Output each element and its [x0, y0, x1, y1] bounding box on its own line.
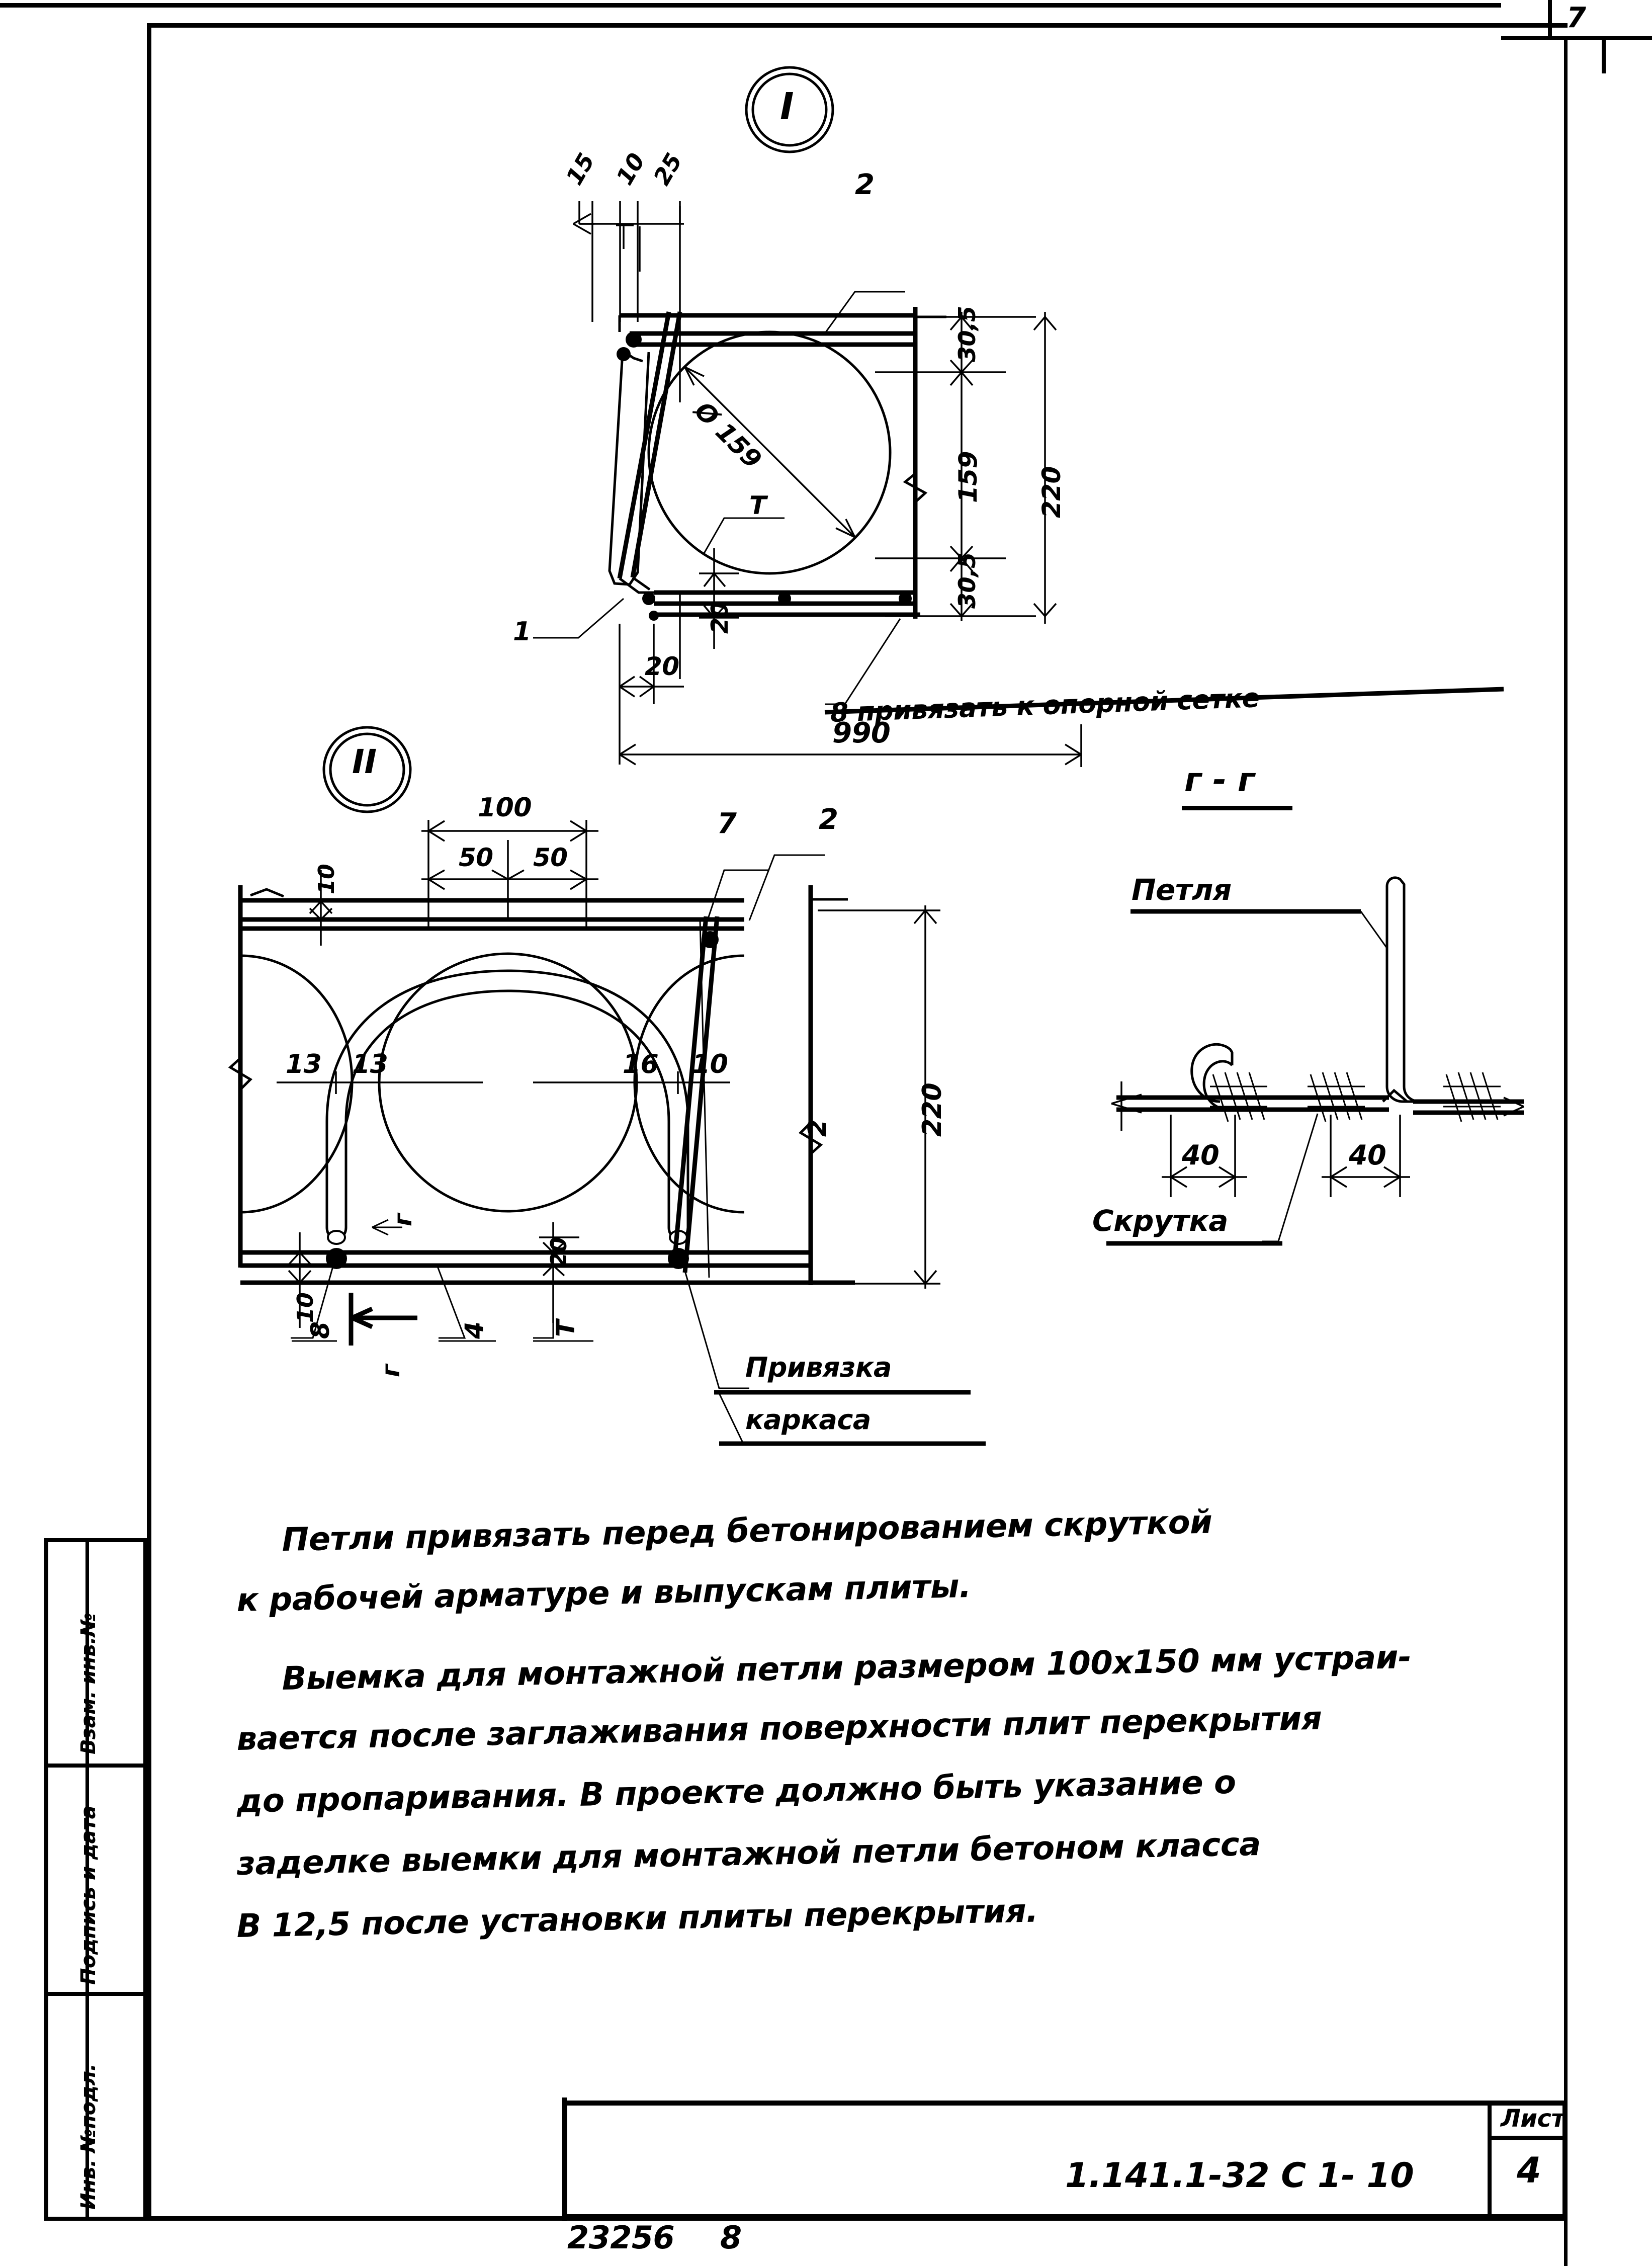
- detail-i-dim-159: 159: [953, 451, 983, 503]
- frame-top-border: [147, 23, 1568, 28]
- detail-ii-dim-50-right: 50: [533, 843, 568, 872]
- detail-ii-title-circle: [322, 726, 412, 813]
- detail-i-drawing: [533, 201, 1504, 767]
- section-gg-group: г - г Петля Скрутка 40 40: [1081, 754, 1584, 1283]
- detail-ii-spacing-13-b: 13: [352, 1049, 388, 1079]
- page-top-right-tick: [1548, 0, 1552, 39]
- notes-line-6: заделке выемки для монтажной петли бетон…: [236, 1825, 1261, 1883]
- detail-i-dim-990: 990: [832, 717, 891, 749]
- detail-ii-dim-220: 220: [917, 1082, 947, 1137]
- detail-i-callout-t: Т: [749, 491, 766, 520]
- section-gg-label-loop: Петля: [1132, 873, 1232, 907]
- page-top-right-rule: [1501, 36, 1652, 40]
- title-block-sheet-number: 4: [1517, 2150, 1541, 2191]
- section-gg-drawing: [1106, 876, 1524, 1246]
- detail-ii-drawing: [228, 820, 986, 1446]
- detail-ii-note-line2: каркаса: [745, 1404, 871, 1436]
- detail-ii-dim-50-left: 50: [459, 843, 493, 872]
- bottom-code: 23256: [567, 2219, 675, 2256]
- detail-ii-spacing-16: 16: [623, 1049, 659, 1079]
- bottom-code-2: 8: [720, 2219, 742, 2256]
- detail-ii-dim-10-top: 10: [314, 864, 339, 894]
- section-gg-dim-40-left: 40: [1182, 1139, 1220, 1171]
- page-right-vert-mark: [1602, 38, 1606, 73]
- detail-i-dim-20-vertical: 20: [706, 602, 733, 634]
- page-top-edge: [0, 3, 1501, 8]
- detail-i-dim-305-top: 30,5: [953, 306, 981, 363]
- detail-ii-section-marker-g: г: [376, 1364, 405, 1377]
- detail-ii-spacing-13-a: 13: [286, 1049, 322, 1079]
- detail-i-dim-220: 220: [1037, 466, 1066, 518]
- detail-ii-callout-2-top: 2: [819, 803, 838, 836]
- detail-i-dim-305-bottom: 30,5: [953, 552, 981, 609]
- title-block-drawing-code: 1.141.1-32 С 1- 10: [1065, 2156, 1414, 2196]
- stamp-label-vzam-inv: Взам. инв.№: [77, 1613, 100, 1754]
- left-margin-stamp: Взам. инв.№ Подпись и дата Инв. №подл.: [44, 1538, 147, 2221]
- detail-i-callout-2: 2: [855, 169, 875, 201]
- title-block-left-tick: [562, 2097, 567, 2221]
- detail-ii-callout-4: 4: [460, 1321, 489, 1339]
- detail-i-callout-1: 1: [513, 617, 531, 647]
- notes-line-1: Петли привязать перед бетонированием скр…: [281, 1503, 1213, 1559]
- title-block-sheet-label: Лист: [1501, 2105, 1565, 2133]
- notes-line-7: В 12,5 после установки плиты перекрытия.: [236, 1892, 1038, 1945]
- detail-ii-callout-2-right: 2: [803, 1119, 832, 1137]
- section-gg-title: г - г: [1184, 761, 1255, 799]
- detail-ii-callout-2-mid: г: [388, 1213, 417, 1226]
- detail-i-dim-20-horizontal: 20: [645, 652, 679, 681]
- detail-i-title-circle: [745, 66, 834, 153]
- page-number: 7: [1567, 2, 1586, 34]
- stamp-label-podpis-data: Подпись и дата: [77, 1805, 100, 1985]
- detail-ii-title: II: [352, 742, 377, 781]
- detail-ii-callout-7: 7: [717, 807, 737, 840]
- detail-ii-dim-10-bottom: 10: [293, 1292, 318, 1323]
- title-block: 1.141.1-32 С 1- 10 Лист 4: [562, 2101, 1568, 2219]
- frame-right-border: [1564, 38, 1568, 2266]
- section-gg-dim-40-right: 40: [1349, 1139, 1386, 1171]
- section-gg-title-underline: [1182, 806, 1292, 810]
- detail-ii-note-line1: Привязка: [745, 1352, 892, 1383]
- notes-block: Петли привязать перед бетонированием скр…: [236, 1503, 1554, 1945]
- section-gg-label-twist: Скрутка: [1092, 1204, 1228, 1238]
- stamp-label-inv-podl: Инв. №подл.: [77, 2063, 100, 2210]
- detail-ii-dim-100: 100: [478, 793, 532, 823]
- frame-left-border: [147, 23, 151, 2221]
- detail-ii-group: II 100 50 50 7 2: [201, 719, 1056, 1446]
- notes-line-2: к рабочей арматуре и выпускам плиты.: [236, 1567, 972, 1619]
- notes-line-3: Выемка для монтажной петли размером 100х…: [281, 1638, 1412, 1698]
- detail-ii-callout-8: 8: [306, 1321, 335, 1339]
- notes-line-5: до пропаривания. В проекте должно быть у…: [236, 1764, 1237, 1820]
- detail-ii-spacing-10: 10: [692, 1049, 728, 1079]
- detail-i-title: I: [780, 85, 794, 128]
- notes-line-4: вается после заглаживания поверхности пл…: [236, 1700, 1322, 1758]
- detail-i-group: I 15 10 25 2: [503, 50, 1569, 770]
- detail-ii-dim-20-mid: 20: [546, 1237, 572, 1268]
- detail-ii-callout-t: Т: [551, 1320, 580, 1337]
